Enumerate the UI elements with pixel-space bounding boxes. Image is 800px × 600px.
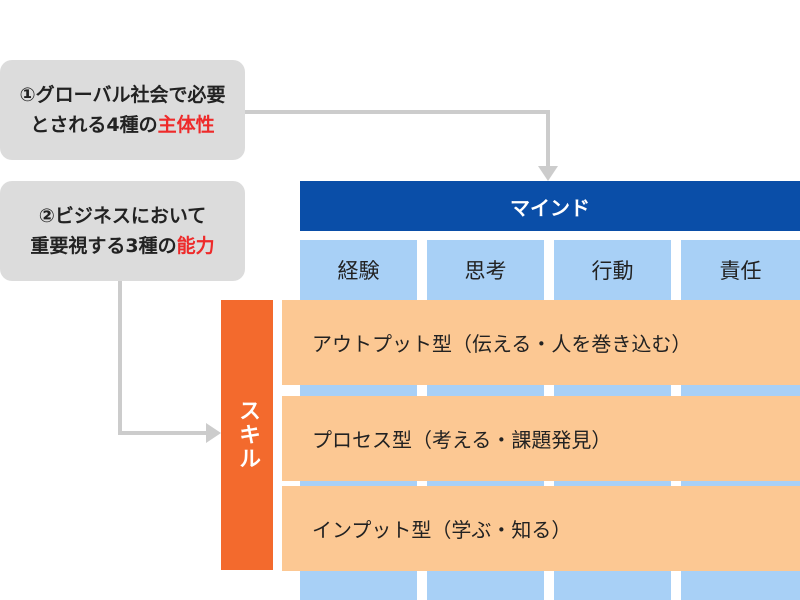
- mind-column-label: 思考: [464, 259, 507, 283]
- arrow-note1-to-mind: [245, 110, 550, 172]
- skill-row-label: アウトプット型（伝える・人を巻き込む）: [312, 332, 692, 356]
- arrow-note2-to-skill: [118, 281, 212, 435]
- skill-header: スキル: [221, 300, 273, 570]
- note-line: ②ビジネスにおいて: [38, 205, 207, 227]
- mind-column-label: 責任: [719, 259, 762, 283]
- note-line: とされる4種の主体性: [30, 110, 214, 140]
- skill-row-label: インプット型（学ぶ・知る）: [312, 518, 572, 542]
- skill-row-process: プロセス型（考える・課題発見）: [282, 396, 800, 481]
- note-ability: ②ビジネスにおいて 重要視する3種の能力: [0, 181, 245, 281]
- mind-label: マインド: [510, 195, 590, 220]
- mind-header: マインド: [300, 181, 800, 231]
- skill-row-label: プロセス型（考える・課題発見）: [312, 428, 612, 452]
- skill-row-input: インプット型（学ぶ・知る）: [282, 486, 800, 571]
- note-text: 重要視する3種の: [30, 235, 177, 257]
- mind-column-label: 経験: [337, 259, 380, 283]
- mind-column-label: 行動: [591, 259, 634, 283]
- note-text: とされる4種の: [30, 114, 158, 136]
- note-highlight: 主体性: [157, 114, 215, 136]
- skill-label: スキル: [235, 399, 260, 471]
- note-line: 重要視する3種の能力: [30, 231, 214, 261]
- arrow-head-down-icon: [538, 166, 558, 181]
- note-subjectivity: ①グローバル社会で必要 とされる4種の主体性: [0, 60, 245, 160]
- note-highlight: 能力: [176, 235, 215, 257]
- skill-row-output: アウトプット型（伝える・人を巻き込む）: [282, 300, 800, 385]
- note-line: ①グローバル社会で必要: [19, 84, 226, 106]
- arrow-head-right-icon: [206, 423, 221, 443]
